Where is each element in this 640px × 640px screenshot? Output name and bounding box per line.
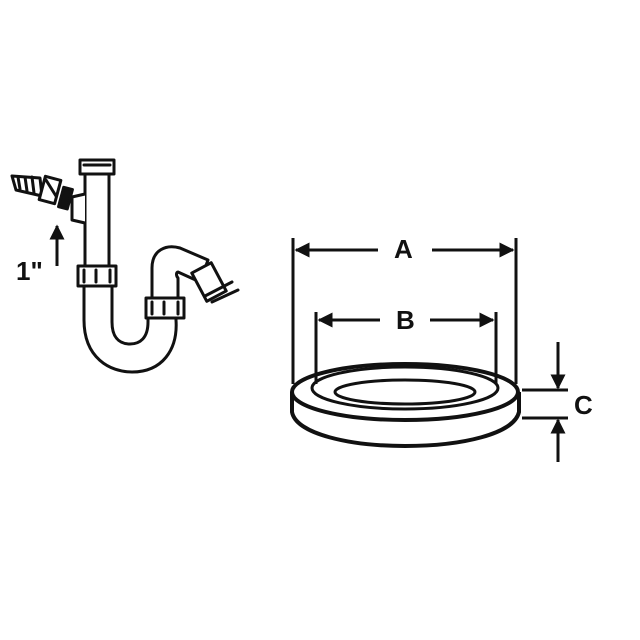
dimension-c <box>522 342 568 462</box>
dimension-a-label: A <box>394 234 413 264</box>
washer-hole <box>333 378 477 406</box>
hose-connector <box>10 174 74 211</box>
dimension-b <box>314 312 498 384</box>
outlet-nut <box>190 261 228 303</box>
top-nut <box>78 158 116 176</box>
u-bend <box>82 284 178 374</box>
dimension-a <box>291 238 518 384</box>
vertical-pipe <box>83 172 111 268</box>
sink-trap-illustration <box>10 158 240 374</box>
washer-illustration <box>290 362 521 449</box>
washer-inner-rim <box>310 365 500 411</box>
inlet-size-label: 1" <box>16 256 43 286</box>
dimension-b-label: B <box>396 305 415 335</box>
dimension-c-label: C <box>574 390 593 420</box>
side-inlet-tee <box>70 192 87 225</box>
washer-outer-edge <box>290 362 520 422</box>
